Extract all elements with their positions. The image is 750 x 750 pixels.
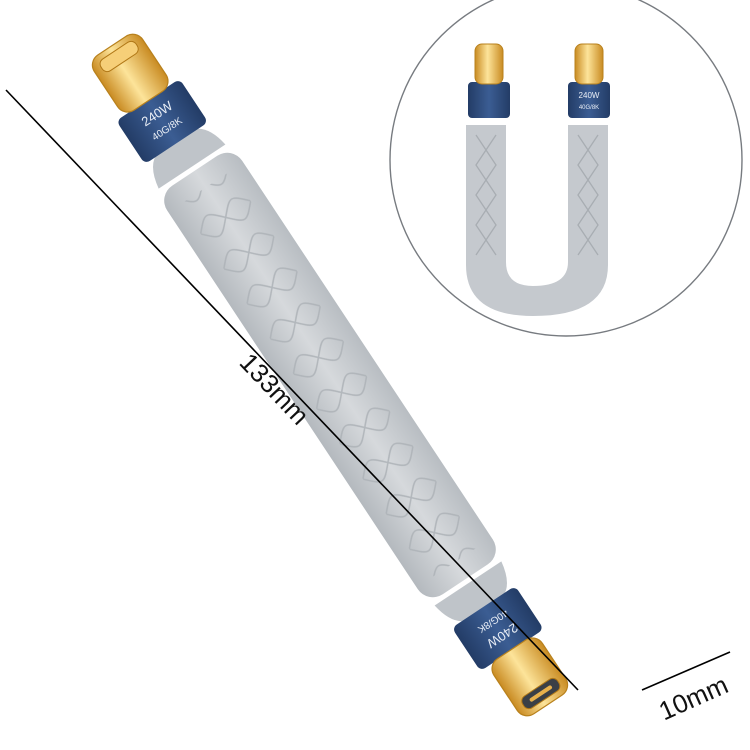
width-label: 10mm — [654, 669, 732, 726]
inset-housing-left — [468, 82, 510, 118]
strain-relief-top — [153, 128, 226, 189]
plug-top-opening — [99, 40, 139, 73]
plug-bottom-tongue — [529, 685, 553, 702]
inset-cable — [466, 125, 608, 316]
housing-top — [118, 81, 206, 162]
width-dimension-line — [641, 651, 731, 691]
inset-plug-right — [574, 43, 604, 85]
inset-circle: 240W 40G/8K — [389, 0, 743, 337]
main-cable: 240W 40G/8K 240W 40G/8K — [91, 33, 569, 717]
inset-cable-pattern-left — [475, 134, 497, 256]
length-dimension-line — [5, 89, 579, 691]
inset-housing-right — [568, 82, 610, 118]
inset-power-label: 240W — [579, 91, 600, 100]
inset-plug-left — [474, 43, 504, 85]
cable-pattern — [180, 170, 480, 580]
inset-cable-pattern-right — [577, 134, 599, 256]
inset-spec-label: 40G/8K — [579, 105, 599, 111]
housing-bottom — [454, 588, 542, 669]
strain-relief-bottom — [434, 561, 507, 622]
